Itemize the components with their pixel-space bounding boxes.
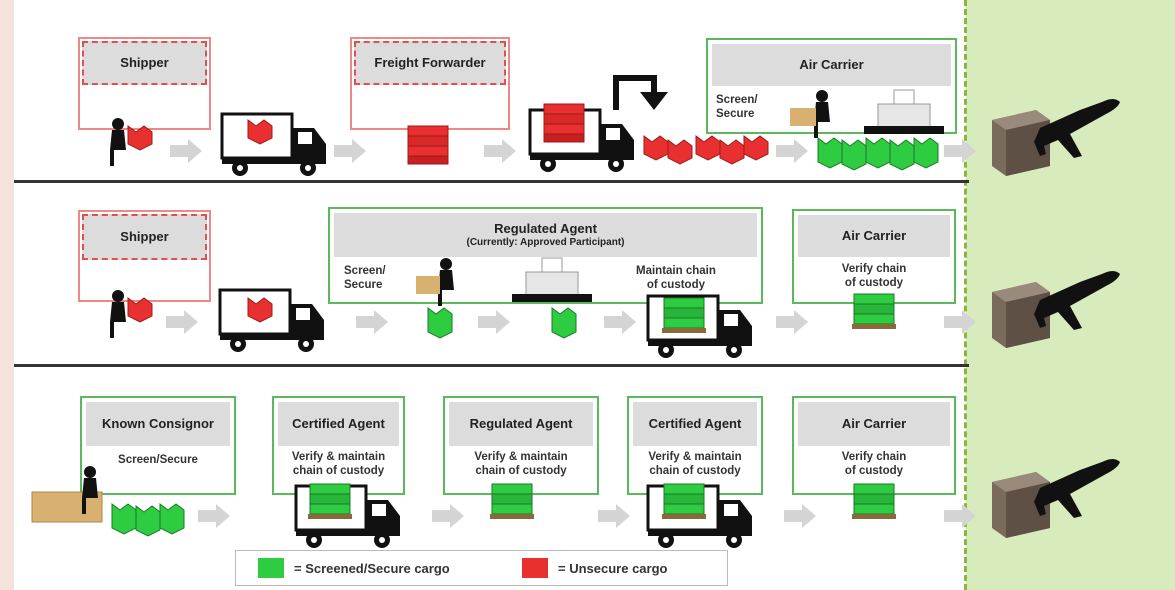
secure-cargo-piece [427,307,453,339]
shipper-person-row2 [110,290,153,338]
flow-arrow [944,310,976,334]
flow-arrow [484,139,516,163]
shipper-box-row1: Shipper [78,37,211,130]
certified-agent-truck-1 [294,483,402,550]
unsecure-cargo-stack [407,125,449,165]
parcel [790,108,816,126]
delivery-truck-row1 [220,112,328,178]
screening-station-row1 [790,89,945,138]
shipper-person-row1 [110,118,153,166]
flow-arrow [170,139,202,163]
screen-secure-label: Screen/ Secure [716,94,758,120]
secure-truck-row2 [646,294,754,360]
shipper-header: Shipper [82,41,207,85]
verify-maintain-label: Verify & maintain chain of custody [291,451,386,477]
screening-person-row2 [416,258,454,306]
unsecure-legend-label: = Unsecure cargo [558,561,668,576]
air-carrier-header: Air Carrier [798,215,950,257]
screen-secure-label: Screen/ Secure [344,265,386,291]
screen-secure-label: Screen/Secure [118,454,198,466]
certified-agent-truck-2 [646,483,754,550]
unsecure-swatch [522,558,548,578]
secure-cargo-pieces [111,503,185,537]
secure-cargo-pieces [817,137,939,171]
secure-legend-label: = Screened/Secure cargo [294,561,450,576]
delivery-truck-row2 [218,288,326,354]
regulated-agent-box-row3: Regulated Agent Verify & maintain chain … [443,396,599,495]
certified-agent-box-2: Certified Agent Verify & maintain chain … [627,396,763,495]
certified-agent-header: Certified Agent [633,402,757,446]
flow-arrow [598,504,630,528]
flow-arrow [776,310,808,334]
air-carrier-box-row2: Air Carrier Verify chain of custody [792,209,956,304]
flow-arrow [784,504,816,528]
row-divider-2 [14,364,969,367]
unload-arrow [613,75,668,110]
flow-arrow [776,139,808,163]
flow-arrow [198,504,230,528]
regulated-agent-subtitle: (Currently: Approved Participant) [466,236,625,248]
shipper-header: Shipper [82,214,207,260]
freight-forwarder-box: Freight Forwarder [350,37,510,130]
air-carrier-header: Air Carrier [798,402,950,446]
certified-agent-header: Certified Agent [278,402,399,446]
known-consignor-box: Known Consignor Screen/Secure [80,396,236,495]
regulated-agent-title: Regulated Agent [494,220,597,236]
flow-arrow [166,310,198,334]
maintain-chain-label: Maintain chain of custody [636,265,716,291]
flow-arrow [334,139,366,163]
verify-chain-label: Verify chain of custody [841,263,907,289]
screening-person-row3 [31,466,103,523]
freight-forwarder-header: Freight Forwarder [354,41,506,85]
legend: = Screened/Secure cargo = Unsecure cargo [235,550,728,586]
screening-machine [511,257,593,303]
flow-arrow [356,310,388,334]
secure-cargo-piece [551,307,577,339]
secure-pallet [851,293,897,330]
shipper-box-row2: Shipper [78,210,211,302]
regulated-agent-header: Regulated Agent (Currently: Approved Par… [334,213,757,257]
row-divider-1 [14,180,969,183]
regulated-agent-header: Regulated Agent [449,402,593,446]
secure-pallet [489,483,535,520]
flow-arrow [604,310,636,334]
verify-chain-label: Verify chain of custody [841,451,907,477]
flow-arrow [478,310,510,334]
secure-swatch [258,558,284,578]
secure-pallet [851,483,897,520]
verify-maintain-label: Verify & maintain chain of custody [474,451,568,477]
flow-arrow [944,139,976,163]
certified-agent-box-1: Certified Agent Verify & maintain chain … [272,396,405,495]
unsecure-cargo-pieces [643,135,769,165]
flow-arrow [944,504,976,528]
known-consignor-header: Known Consignor [86,402,230,446]
air-carrier-box-row3: Air Carrier Verify chain of custody [792,396,956,495]
forwarder-truck [528,103,636,174]
air-carrier-header: Air Carrier [712,44,951,86]
verify-maintain-label: Verify & maintain chain of custody [648,451,742,477]
security-boundary-line [964,0,967,590]
flow-arrow [432,504,464,528]
